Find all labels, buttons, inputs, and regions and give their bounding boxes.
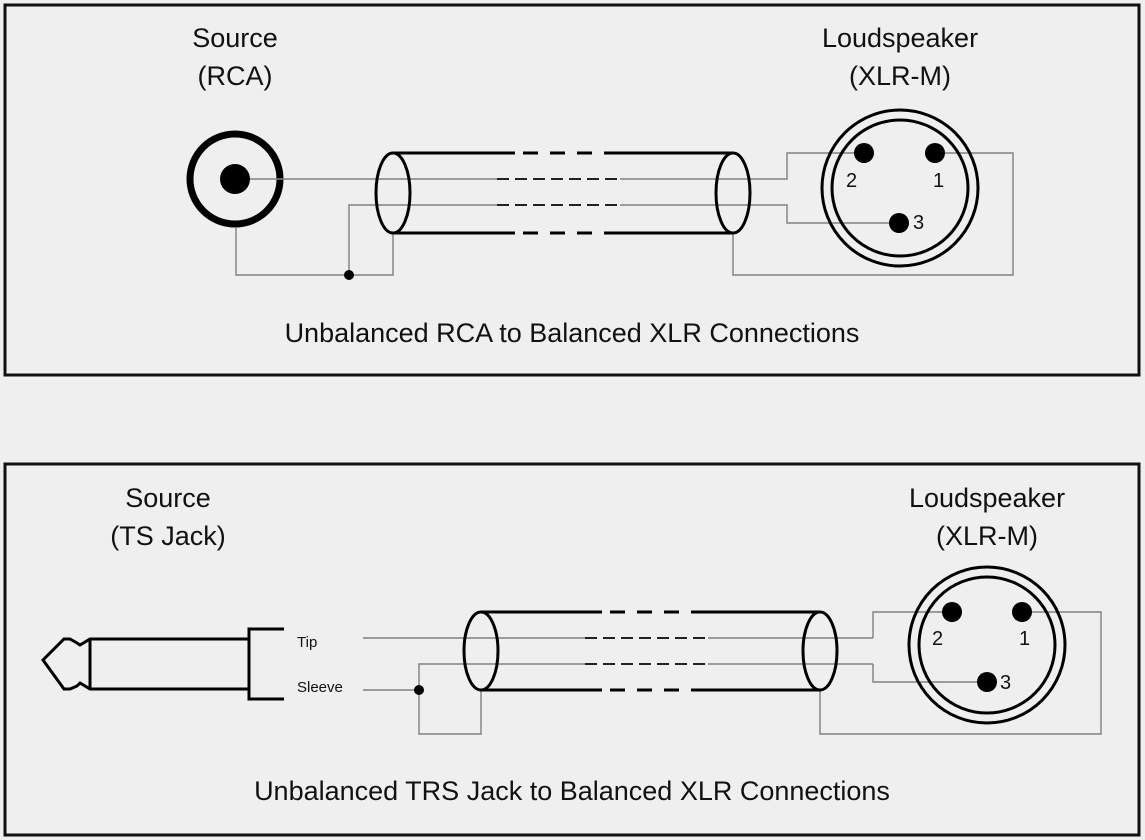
panel-rca-to-xlr: Source (RCA) Loudspeaker (XLR-M): [3, 3, 1141, 377]
source-title: Source: [192, 23, 278, 53]
pin-label-1: 1: [1019, 628, 1030, 650]
xlr-male-connector-icon: 1 2 3: [820, 108, 980, 268]
pin-3: [977, 672, 997, 692]
dest-subtitle: (XLR-M): [849, 61, 951, 91]
pin-label-1: 1: [933, 170, 944, 192]
cable-icon: [374, 151, 752, 235]
dest-title: Loudspeaker: [822, 23, 978, 53]
pin-2: [942, 602, 962, 622]
source-subtitle: (TS Jack): [110, 521, 226, 551]
wires: [235, 152, 1014, 280]
ts-jack-plug-icon: [41, 627, 284, 701]
caption: Unbalanced RCA to Balanced XLR Connectio…: [285, 318, 860, 348]
pin-1: [1012, 602, 1032, 622]
cable-icon: [462, 610, 839, 692]
pin-label-2: 2: [846, 170, 857, 192]
caption: Unbalanced TRS Jack to Balanced XLR Conn…: [254, 776, 890, 806]
panel-frame: [3, 462, 1141, 837]
dest-subtitle: (XLR-M): [936, 521, 1038, 551]
tip-label: Tip: [297, 634, 317, 651]
pin-label-3: 3: [1000, 672, 1011, 694]
junction-dot: [414, 685, 424, 695]
junction-dot: [344, 270, 354, 280]
panel-jack-to-xlr: Source (TS Jack) Loudspeaker (XLR-M) Tip…: [3, 462, 1141, 837]
dest-title: Loudspeaker: [909, 483, 1065, 513]
pin-label-3: 3: [913, 212, 924, 234]
pin-label-2: 2: [932, 628, 943, 650]
pin-1: [925, 143, 945, 163]
pin-2: [854, 143, 874, 163]
pin-3: [889, 213, 909, 233]
source-title: Source: [125, 483, 211, 513]
source-subtitle: (RCA): [198, 61, 273, 91]
xlr-male-connector-icon: 1 2 3: [907, 565, 1067, 725]
sleeve-label: Sleeve: [297, 679, 343, 696]
